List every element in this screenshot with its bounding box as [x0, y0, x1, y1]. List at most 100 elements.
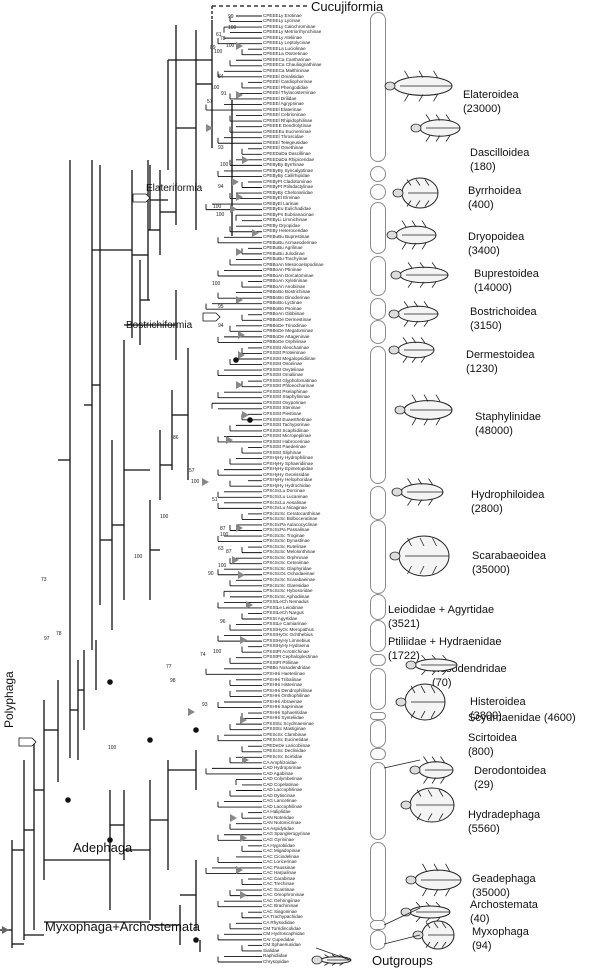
group-label: Buprestoidea(14000)	[474, 269, 539, 294]
taxon-label: CPSStSt Scaphidiinae	[263, 427, 309, 433]
taxon-label: CAC Trechinae	[263, 881, 295, 887]
taxon-label: CPScScSc Orphninae	[263, 554, 309, 560]
taxon-label: CPBBoAn Xyletininae	[263, 278, 308, 284]
group-bracket	[370, 654, 386, 666]
taxon-label: CPSStLe Camiarinae	[263, 621, 307, 627]
support-value: 100	[108, 745, 117, 751]
support-value: 73	[41, 577, 47, 583]
taxon-label: CPEBy Dryopidae	[263, 222, 301, 228]
taxon-label: CPSStLeCh Nemadus	[263, 599, 309, 605]
taxon-label: CPBBoBo Lyctinae	[263, 300, 302, 306]
taxon-label: CPEEEl Rhipidophilinae	[263, 117, 313, 123]
support-value: 51	[212, 497, 218, 503]
group-bracket	[370, 256, 386, 296]
taxon-label: CPSStSt Aleocharinae	[263, 344, 309, 350]
group-bracket	[370, 720, 386, 748]
group-name: Bostrichoidea	[470, 306, 537, 318]
taxon-label: CPEByBy Byrrhinae	[263, 162, 305, 168]
taxon-label: CPEByLi Limnichinae	[263, 217, 308, 223]
taxon-label: CPSStSc Mastiginae	[263, 726, 306, 732]
support-value: 87	[226, 549, 232, 555]
taxon-label: CPEEECa Malthininae	[263, 68, 310, 74]
taxon-label: CM Torridincolidae	[263, 925, 301, 931]
taxon-label: CA Aspidytidae	[263, 825, 294, 831]
beetle-icon	[395, 683, 446, 721]
support-value: 99	[228, 14, 234, 20]
taxon-label: CPSStSt Oxyporinae	[263, 399, 306, 405]
taxon-label: CPSStLeCh Nargus	[263, 610, 304, 616]
support-value: 87	[220, 526, 226, 532]
taxon-label: CPSStHyHy Hydraena	[263, 643, 310, 649]
node-marker	[188, 708, 195, 716]
beetle-icon	[386, 220, 437, 250]
taxon-label: CPEEELy Erotinae	[263, 12, 302, 18]
group-label: Hydradephaga(5560)	[468, 810, 540, 835]
beetle-icon	[412, 920, 455, 950]
taxon-label: CAC Cicindelinae	[263, 853, 300, 859]
node-marker	[240, 636, 247, 644]
clade-flag-icon	[202, 312, 221, 322]
group-bracket	[370, 166, 386, 182]
taxon-label: CPEEELa Ototretinae	[263, 51, 308, 57]
taxon-label: CPEEEl Agrypninae	[263, 101, 304, 107]
group-name: Hydradephaga	[468, 809, 541, 821]
taxon-label: CPSStSt Euaesthetinae	[263, 416, 312, 422]
node-marker	[238, 571, 245, 579]
beetle-icon	[409, 756, 454, 784]
group-label: Archostemata(40)	[470, 900, 538, 925]
group-count: (400)	[468, 199, 494, 211]
taxon-label: CPEByPt Ptilodactylinae	[263, 184, 314, 190]
group-label: Scarabaeoidea(35000)	[472, 551, 546, 576]
group-name: Dascilloidea	[470, 147, 530, 159]
outgroups-label: Outgroups	[372, 953, 433, 968]
taxon-label: CPEEEEu Eucneminae	[263, 128, 312, 134]
node-marker	[240, 834, 247, 842]
group-label: Elateroidea(23000)	[463, 90, 519, 115]
group-label: Scirtoidea(800)	[468, 733, 517, 758]
support-value: 100	[191, 479, 200, 485]
taxon-label: CPSStSt Oxytelinae	[263, 366, 305, 372]
taxon-label: CPSStSt Pselaphinae	[263, 388, 308, 394]
node-dot	[233, 357, 239, 363]
taxon-label: CAr Cupedidae	[263, 936, 295, 942]
taxon-label: CPBBoBo Dinoderinae	[263, 294, 310, 300]
group-bracket	[370, 620, 386, 652]
taxon-label: CPEBuBu Trachyinae	[263, 256, 308, 262]
beetle-icon	[389, 535, 450, 577]
taxon-label: CA Hygrobiidae	[263, 842, 295, 848]
beetle-icon	[400, 787, 455, 823]
taxon-label: CPEEEl Thylacosterninae	[263, 90, 316, 96]
taxon-label: CPEEEl Elaterinae	[263, 106, 302, 112]
taxon-label: CPScScLu Nicaginae	[263, 505, 307, 511]
group-name: Scirtoidea	[468, 732, 517, 744]
taxon-label: CAC Loricerinae	[263, 859, 297, 865]
group-label: Dascilloidea(180)	[470, 148, 529, 173]
taxon-label: CPScScSc Dynastinae	[263, 538, 310, 544]
taxon-label: CPSSt Agyrtidae	[263, 615, 298, 621]
taxon-label: CPScScSc Melolonthinae	[263, 549, 316, 555]
support-value: 90	[208, 571, 214, 577]
taxon-label: CPSStSt Glypholomatinae	[263, 377, 317, 383]
group-name: Derodontoidea	[474, 765, 547, 777]
group-name: Scarabaeoidea	[472, 550, 547, 562]
group-name: Dermestoidea	[466, 349, 535, 361]
taxon-label: CPSStPt Ptiliinae	[263, 659, 299, 665]
taxon-label: CPSHyHy Epimetopidae	[263, 466, 314, 472]
node-dot	[147, 737, 153, 743]
taxon-label: CPBBoAn Anobiinae	[263, 283, 306, 289]
taxon-label: CPSStHyOc Meropathus	[263, 626, 314, 632]
taxon-label: CPEByBy Syncalyptinae	[263, 167, 314, 173]
clade-flag-icon	[132, 193, 151, 203]
support-value: 100	[213, 204, 222, 210]
node-dot	[107, 837, 113, 843]
taxon-label: CPBBoDe Dermestinae	[263, 316, 312, 322]
group-bracket	[370, 920, 386, 930]
support-value: 100	[211, 85, 220, 91]
taxon-label: CPSHHi Onthophilinae	[263, 693, 310, 699]
support-value: 78	[220, 36, 226, 42]
taxon-label: CM Hydroscaphidae	[263, 931, 305, 937]
taxon-label: CAD Agabinae	[263, 770, 294, 776]
node-marker	[236, 42, 243, 50]
node-marker	[226, 436, 233, 444]
